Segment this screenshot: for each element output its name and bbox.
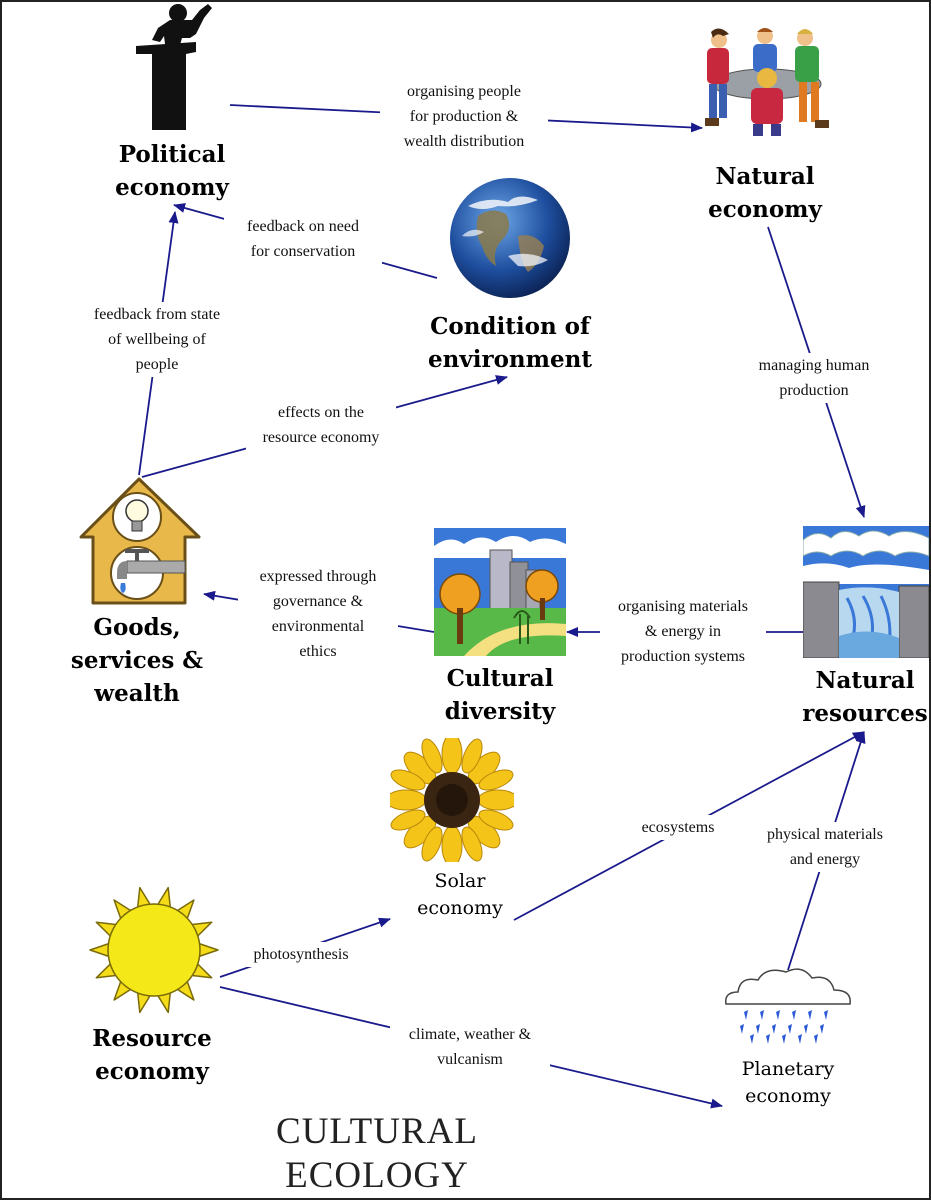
node-planetary-economy: Planetary economy xyxy=(741,1058,835,1107)
node-resource-economy: Resource economy xyxy=(92,1025,212,1085)
city-park-icon xyxy=(434,528,566,656)
node-natural-resources: Natural resources xyxy=(802,667,928,727)
sunflower-icon xyxy=(390,738,514,862)
earth-globe-icon xyxy=(450,178,570,298)
edge-label-expressed-governance: expressed through governance & environme… xyxy=(238,564,398,664)
speaker-at-podium-icon xyxy=(136,4,212,130)
house-with-lightbulb-and-tap-icon xyxy=(79,477,201,605)
edge-label-physical-materials: physical materials and energy xyxy=(750,822,900,872)
waterfall-landscape-icon xyxy=(803,526,929,658)
edge-label-climate-weather: climate, weather & vulcanism xyxy=(390,1022,550,1072)
diagram-title: CULTURAL ECOLOGY xyxy=(276,1111,478,1196)
edge-label-managing-production: managing human production xyxy=(744,353,884,403)
edge-label-photosynthesis: photosynthesis xyxy=(238,942,364,967)
node-natural-economy: Natural economy xyxy=(708,163,822,223)
sun-icon xyxy=(89,886,219,1014)
rain-cloud-icon xyxy=(725,968,851,1044)
edge-label-ecosystems: ecosystems xyxy=(638,815,718,840)
node-cultural-diversity: Cultural diversity xyxy=(444,665,556,725)
edge-label-feedback-conservation: feedback on need for conservation xyxy=(224,214,382,264)
people-around-table-icon xyxy=(705,28,829,136)
edge-label-organising-people: organising people for production & wealt… xyxy=(380,79,548,154)
node-political-economy: Political economy xyxy=(115,141,229,201)
node-solar-economy: Solar economy xyxy=(417,870,503,919)
node-goods-services-wealth: Goods, services & wealth xyxy=(70,614,204,707)
node-condition-of-environment: Condition of environment xyxy=(428,313,592,373)
edge-label-feedback-wellbeing: feedback from state of wellbeing of peop… xyxy=(72,302,242,377)
edge-label-effects-resource: effects on the resource economy xyxy=(246,400,396,450)
edge-label-organising-materials: organising materials & energy in product… xyxy=(600,594,766,669)
